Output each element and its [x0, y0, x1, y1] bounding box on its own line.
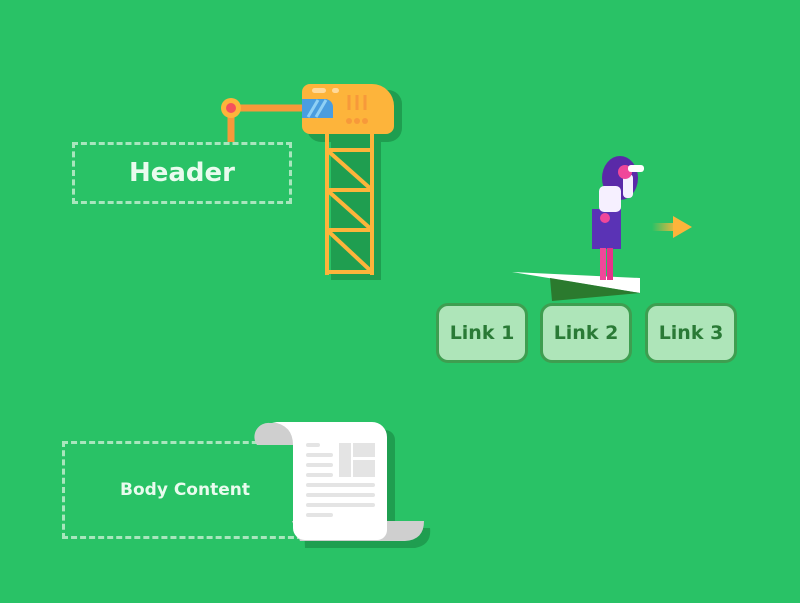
link-1-button[interactable]: Link 1 [436, 303, 528, 363]
link-2-button[interactable]: Link 2 [540, 303, 632, 363]
header-label: Header [128, 158, 235, 188]
arrow-right-icon [652, 216, 692, 238]
body-label: Body Content [120, 480, 250, 500]
link-3-button[interactable]: Link 3 [645, 303, 737, 363]
woman-with-binoculars-icon [512, 156, 644, 301]
crane-icon [221, 84, 402, 280]
header-placeholder: Header [72, 142, 292, 204]
